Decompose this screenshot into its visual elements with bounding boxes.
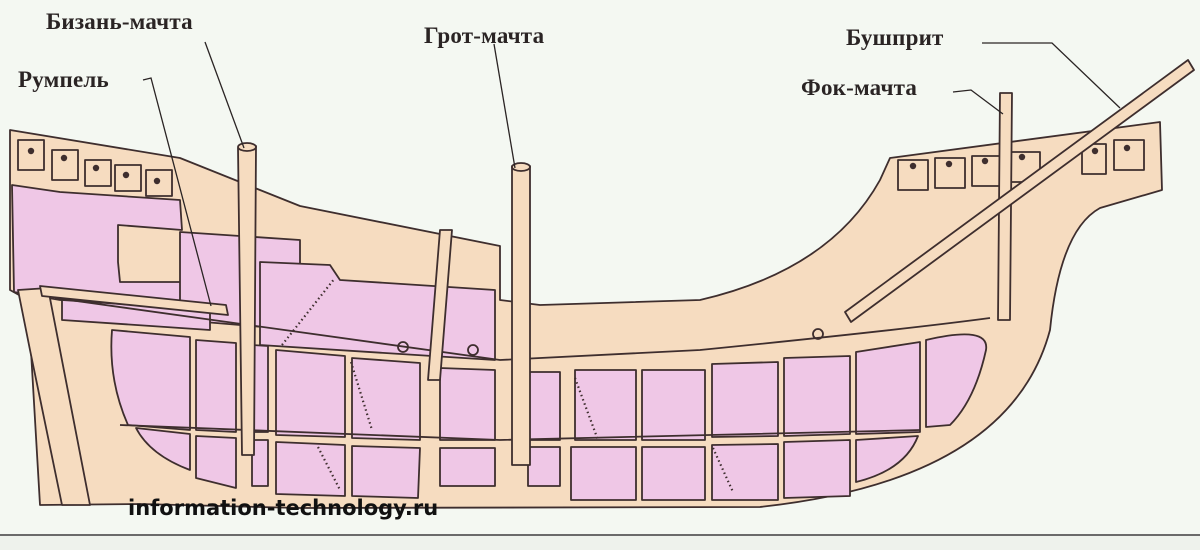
hold-compartment (925, 333, 987, 428)
hold-compartment (439, 447, 496, 487)
stern-cabin (11, 184, 211, 311)
hold-compartment (195, 339, 237, 433)
hold-compartment (711, 443, 779, 501)
hold-compartment (783, 439, 851, 499)
hold-compartment (439, 367, 496, 441)
label-main-mast: Грот-мачта (424, 23, 545, 48)
ladder (281, 277, 735, 493)
tiller (39, 285, 229, 316)
hold-compartment (527, 371, 561, 441)
hold-compartment (135, 427, 191, 471)
hold-compartment (855, 341, 921, 435)
mizzen-mast (237, 145, 257, 456)
hold-compartment (351, 445, 421, 499)
main-mast (511, 165, 531, 466)
hold-compartment (570, 446, 637, 501)
deck-line (54, 297, 991, 361)
hold-compartment (275, 349, 346, 438)
label-tiller: Румпель (18, 67, 109, 92)
leader-bowsprit (982, 42, 1121, 109)
mizzen-extra-mast (427, 229, 453, 381)
leader-mizzen (204, 41, 245, 149)
bottom-border (0, 534, 1200, 550)
hold-compartment (251, 439, 269, 487)
label-fore-mast: Фок-мачта (801, 75, 918, 100)
hold-compartment (574, 369, 637, 441)
label-bowsprit: Бушприт (846, 25, 944, 50)
hold-compartment (195, 435, 237, 489)
label-mizzen-mast: Бизань-мачта (46, 9, 193, 34)
hold-compartment (110, 329, 191, 431)
bowsprit (844, 59, 1195, 323)
leader-tiller (142, 77, 212, 307)
hold-compartment (275, 441, 346, 497)
leader-main (493, 43, 516, 169)
hold-compartment (783, 355, 851, 437)
watermark: information-technology.ru (128, 496, 439, 520)
hold-compartment (527, 446, 561, 487)
hold-compartment (711, 361, 779, 438)
hold-compartment (641, 446, 706, 501)
hold-compartment (641, 369, 706, 441)
leader-fore (952, 89, 1004, 115)
hold-compartment (855, 435, 919, 483)
hold-compartment (351, 357, 421, 441)
